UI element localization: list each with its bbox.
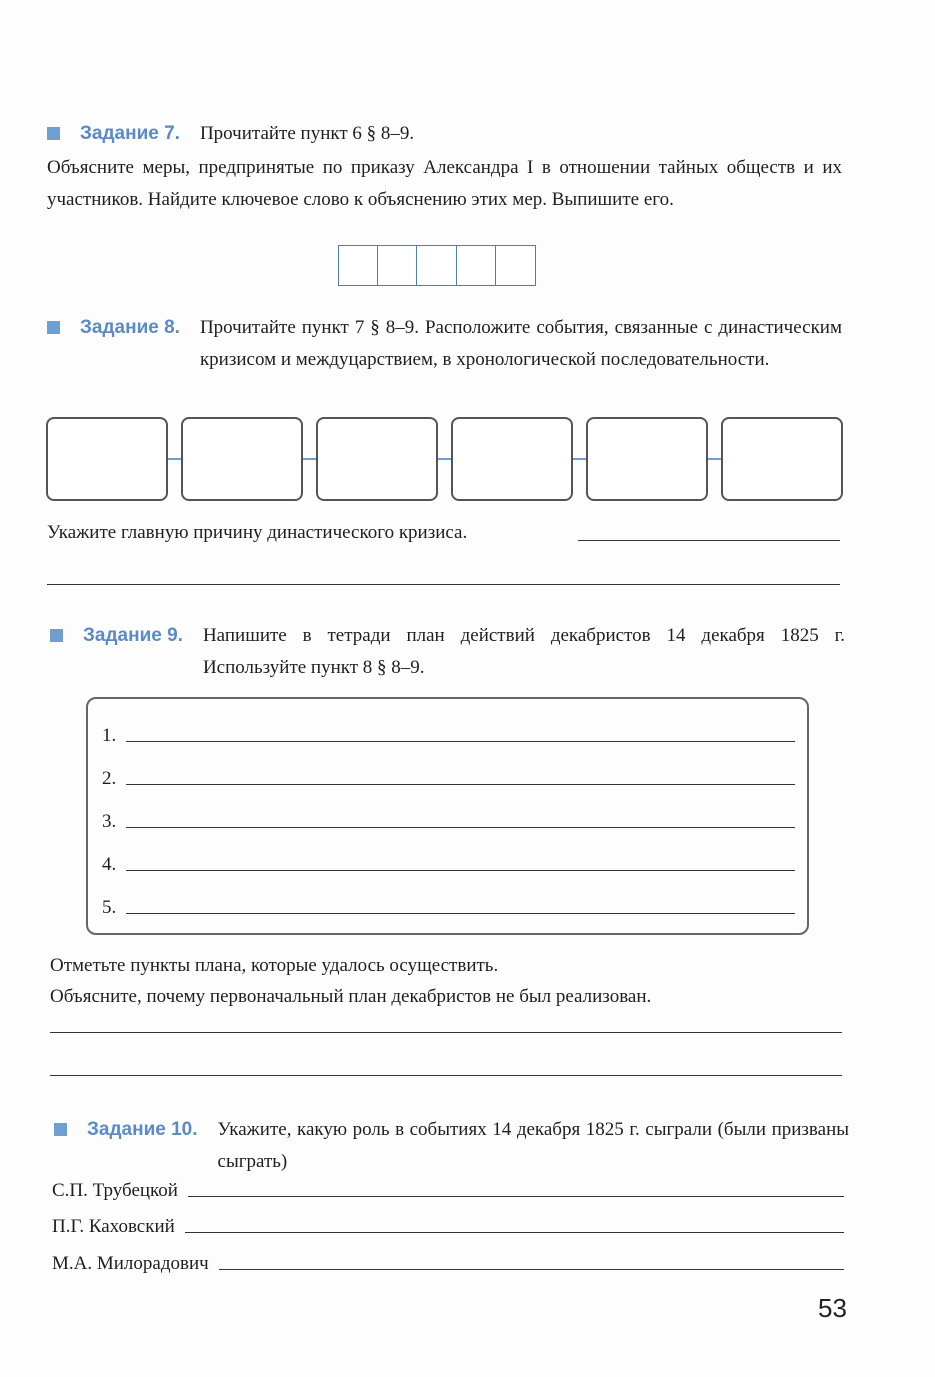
task7-body: Объясните меры, предпринятые по приказу … [47, 157, 842, 210]
task9-instruction: Напишите в тетради план действий декабри… [202, 625, 845, 678]
task10-header: Задание 10. Укажите, какую роль в событи… [54, 1114, 849, 1178]
role-answer-line[interactable] [218, 1269, 844, 1270]
task9-note-2: Объясните, почему первоначальный план де… [50, 986, 652, 1007]
plan-item: 1. [102, 719, 795, 747]
plan-item-line[interactable] [126, 870, 795, 871]
letter-box-1[interactable] [338, 245, 379, 286]
plan-item-number: 1. [102, 725, 117, 746]
plan-item-number: 2. [102, 768, 117, 789]
chain-connector [573, 458, 586, 460]
role-answer-line[interactable] [184, 1232, 844, 1233]
role-answer-line[interactable] [187, 1196, 844, 1197]
event-box-6[interactable] [721, 417, 843, 501]
task7-header: Задание 7. Прочитайте пункт 6 § 8–9. [47, 118, 414, 150]
task9-answer-line-1[interactable] [50, 1032, 842, 1033]
plan-item-line[interactable] [126, 741, 795, 742]
task7-instruction: Прочитайте пункт 6 § 8–9. [199, 123, 415, 144]
task8-bullet-icon [47, 321, 60, 334]
role-row-trubetskoy: С.П. Трубецкой [52, 1180, 844, 1202]
plan-item-line[interactable] [126, 827, 795, 828]
event-box-2[interactable] [181, 417, 303, 501]
task7-label: Задание 7. [80, 123, 180, 144]
task8-answer-line-1[interactable] [578, 540, 840, 541]
chain-connector [303, 458, 316, 460]
task8-event-chain [46, 417, 843, 501]
chain-connector [708, 458, 721, 460]
letter-box-4[interactable] [455, 245, 497, 286]
person-name: С.П. Трубецкой [52, 1180, 178, 1201]
plan-item: 3. [102, 805, 795, 833]
task10-label: Задание 10. [87, 1119, 198, 1140]
person-name: П.Г. Каховский [52, 1216, 175, 1237]
letter-box-3[interactable] [416, 245, 458, 286]
plan-item-line[interactable] [126, 784, 795, 785]
task8-label: Задание 8. [80, 317, 180, 338]
event-box-1[interactable] [46, 417, 168, 501]
person-name: М.А. Милорадович [52, 1253, 209, 1274]
task9-note-1: Отметьте пункты плана, которые удалось о… [50, 955, 499, 976]
task8-question: Укажите главную причину династического к… [47, 522, 468, 543]
task8-header: Задание 8. Прочитайте пункт 7 § 8–9. Рас… [47, 312, 842, 376]
event-box-3[interactable] [316, 417, 438, 501]
task7-bullet-icon [47, 127, 60, 140]
task10-bullet-icon [54, 1123, 67, 1136]
role-row-kakhovsky: П.Г. Каховский [52, 1216, 844, 1238]
task8-instruction: Прочитайте пункт 7 § 8–9. Расположите со… [199, 317, 842, 370]
task9-label: Задание 9. [83, 625, 183, 646]
plan-item: 2. [102, 762, 795, 790]
task9-answer-line-2[interactable] [50, 1075, 842, 1076]
letter-box-2[interactable] [377, 245, 419, 286]
plan-item: 4. [102, 848, 795, 876]
task9-plan-frame: 1. 2. 3. 4. 5. [86, 697, 809, 935]
task7-letter-boxes [338, 245, 536, 286]
plan-item-number: 5. [102, 897, 117, 918]
task9-header: Задание 9. Напишите в тетради план дейст… [50, 620, 845, 684]
plan-item: 5. [102, 891, 795, 919]
chain-connector [168, 458, 181, 460]
role-row-miloradovich: М.А. Милорадович [52, 1253, 844, 1275]
event-box-5[interactable] [586, 417, 708, 501]
task9-bullet-icon [50, 629, 63, 642]
letter-box-5[interactable] [494, 245, 536, 286]
page-number: 53 [818, 1293, 847, 1323]
plan-item-line[interactable] [126, 913, 795, 914]
chain-connector [438, 458, 451, 460]
plan-item-number: 3. [102, 811, 117, 832]
event-box-4[interactable] [451, 417, 573, 501]
task8-answer-line-2[interactable] [47, 584, 840, 585]
task10-instruction: Укажите, какую роль в событиях 14 декабр… [217, 1119, 849, 1172]
plan-item-number: 4. [102, 854, 117, 875]
